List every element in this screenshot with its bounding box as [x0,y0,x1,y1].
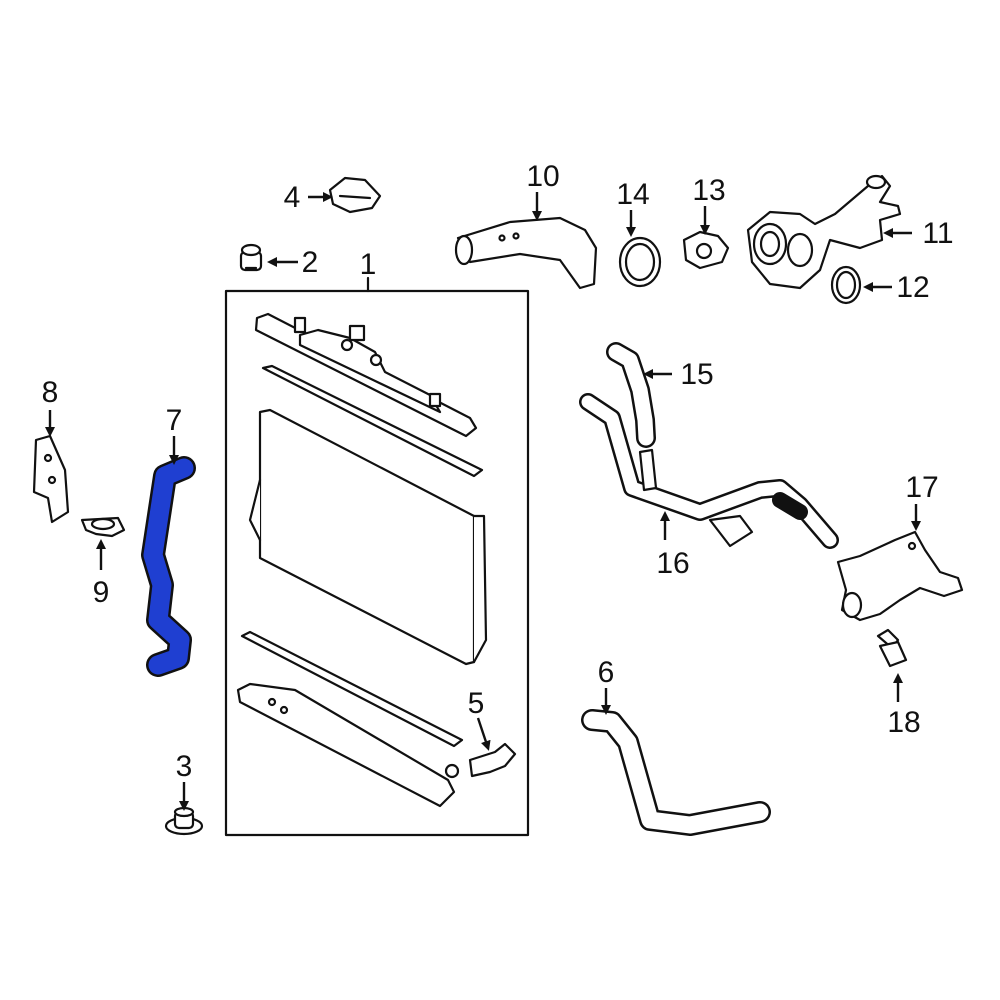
callout-9: 9 [93,576,110,609]
radiator-cap-4 [328,176,382,214]
plug-2 [239,243,263,272]
callout-6: 6 [598,656,615,689]
pipe-10 [454,216,598,290]
radiator-upper-tank [254,312,478,438]
callout-17: 17 [905,471,938,504]
drain-cock-5 [444,742,517,779]
callout-7: 7 [166,404,183,437]
callout-10: 10 [526,160,559,193]
callout-8: 8 [42,376,59,409]
thermostat-13 [682,230,730,270]
grommet-3 [164,806,204,836]
ring-14 [618,236,662,288]
callout-18: 18 [887,706,920,739]
callout-2: 2 [302,246,319,279]
callout-16: 16 [656,547,689,580]
hose-15 [606,342,656,448]
sensor-18 [876,628,908,668]
callout-13: 13 [692,174,725,207]
clamp-9 [80,516,126,538]
pipe-16 [579,393,839,549]
radiator-core [248,408,488,666]
callout-15: 15 [680,358,713,391]
housing-11 [746,174,902,290]
radiator-assembly [224,276,530,837]
callout-labels: 1 2 3 4 5 6 7 8 9 10 11 12 13 14 15 16 1… [42,160,954,783]
callout-11: 11 [922,217,953,250]
upper-seal [261,364,484,478]
callout-3: 3 [176,750,193,783]
callout-12: 12 [896,271,929,304]
hose-6 [581,709,771,836]
callout-arrows [45,192,921,811]
outlet-17 [836,530,964,622]
lower-seal [240,630,464,748]
callout-14: 14 [616,178,649,211]
radiator-lower-tank [236,682,456,808]
radiator-hose-7-highlighted [141,456,196,677]
gasket-12 [830,265,862,305]
callout-5: 5 [468,687,485,720]
arrow-5 [476,717,491,751]
bracket-8 [32,434,70,524]
callout-1: 1 [360,248,377,281]
callout-4: 4 [284,181,301,214]
